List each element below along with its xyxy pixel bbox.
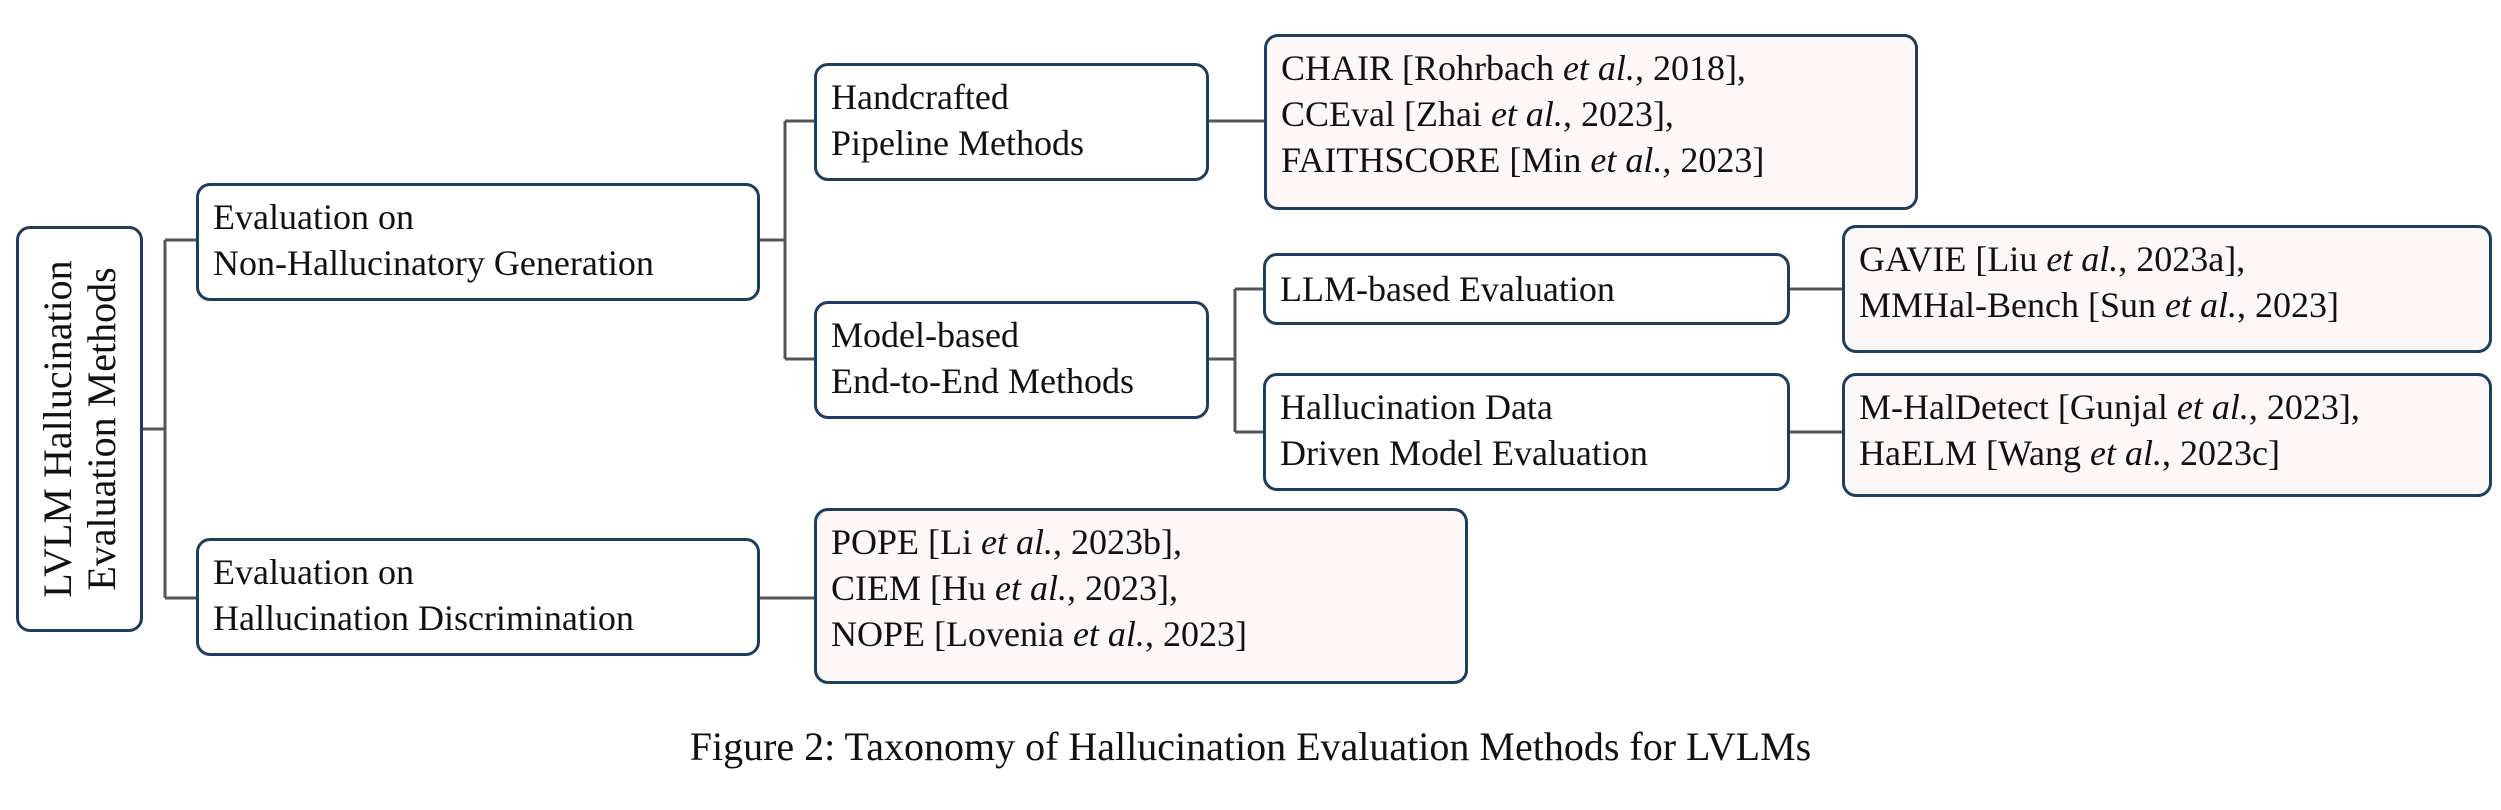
node-hallucination-discrimination: Evaluation on Hallucination Discriminati… [196,538,760,656]
leaf-llm-based-methods: GAVIE [Liu et al., 2023a], MMHal-Bench [… [1842,225,2492,353]
leaf-entry: FAITHSCORE [Min et al., 2023] [1281,140,1765,180]
leaf-data-driven-methods: M-HalDetect [Gunjal et al., 2023], HaELM… [1842,373,2492,497]
node-label-line: Handcrafted [831,77,1009,117]
root-label-line: LVLM Hallucination [34,260,80,598]
node-label-line: Driven Model Evaluation [1280,433,1648,473]
leaf-entry: NOPE [Lovenia et al., 2023] [831,614,1247,654]
edge-model-based [1209,287,1263,434]
edge-non-halluc [760,119,814,361]
leaf-discrimination-methods: POPE [Li et al., 2023b], CIEM [Hu et al.… [814,508,1468,684]
leaf-entry: MMHal-Bench [Sun et al., 2023] [1859,285,2339,325]
root-label-line: Evaluation Methods [78,267,124,591]
node-llm-based-evaluation: LLM-based Evaluation [1263,253,1790,325]
root-label: LVLM Hallucination Evaluation Methods [34,260,124,598]
leaf-entry: M-HalDetect [Gunjal et al., 2023], [1859,387,2360,427]
node-label-line: LLM-based Evaluation [1280,269,1615,309]
node-label-line: Evaluation on [213,552,414,592]
leaf-entry: HaELM [Wang et al., 2023c] [1859,433,2280,473]
node-label-line: Evaluation on [213,197,414,237]
node-label-line: End-to-End Methods [831,361,1134,401]
leaf-entry: POPE [Li et al., 2023b], [831,522,1182,562]
node-label-line: Model-based [831,315,1019,355]
node-non-hallucinatory-generation: Evaluation on Non-Hallucinatory Generati… [196,183,760,301]
edge-root [143,238,196,600]
leaf-entry: CHAIR [Rohrbach et al., 2018], [1281,48,1746,88]
figure-caption: Figure 2: Taxonomy of Hallucination Eval… [689,724,1812,769]
root-node: LVLM Hallucination Evaluation Methods [16,226,143,632]
node-data-driven-evaluation: Hallucination Data Driven Model Evaluati… [1263,373,1790,491]
node-label-line: Hallucination Data [1280,387,1553,427]
leaf-entry: CIEM [Hu et al., 2023], [831,568,1178,608]
leaf-handcrafted-methods: CHAIR [Rohrbach et al., 2018], CCEval [Z… [1264,34,1918,210]
node-model-based-end-to-end: Model-based End-to-End Methods [814,301,1209,419]
leaf-entry: CCEval [Zhai et al., 2023], [1281,94,1674,134]
leaf-entry: GAVIE [Liu et al., 2023a], [1859,239,2246,279]
node-label-line: Hallucination Discrimination [213,598,634,638]
node-label-line: Non-Hallucinatory Generation [213,243,654,283]
node-label-line: Pipeline Methods [831,123,1084,163]
node-handcrafted-pipeline: Handcrafted Pipeline Methods [814,63,1209,181]
